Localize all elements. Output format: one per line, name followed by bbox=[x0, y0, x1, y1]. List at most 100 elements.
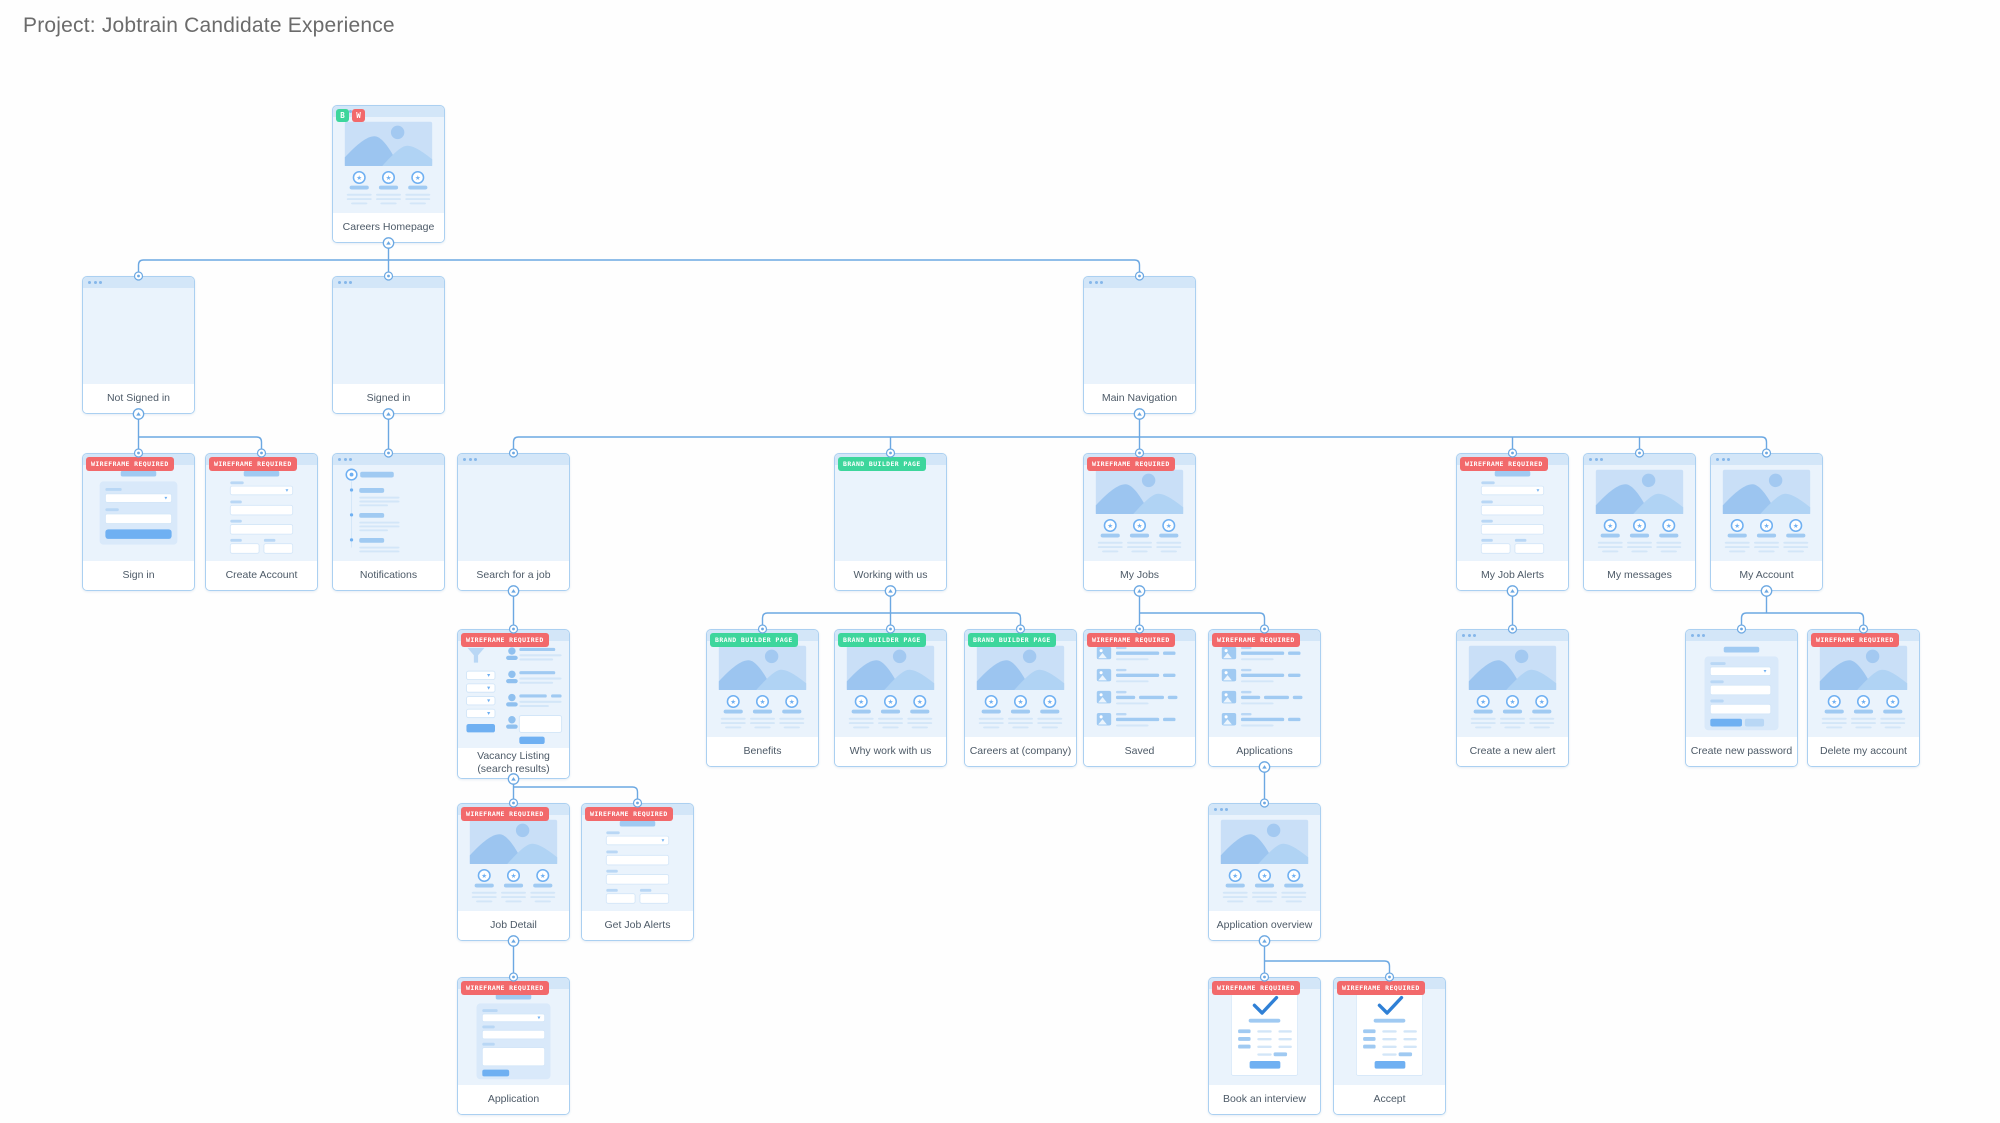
badge-wireframe-required: WIREFRAME REQUIRED bbox=[1087, 633, 1175, 647]
hero-wireframe-icon: ★★★ bbox=[846, 645, 935, 729]
window-dot-icon bbox=[93, 281, 97, 284]
svg-text:★: ★ bbox=[1890, 698, 1896, 706]
wireframe-thumbnail bbox=[1686, 641, 1797, 737]
svg-text:★: ★ bbox=[1480, 698, 1486, 706]
node-my-account[interactable]: ★★★My Account bbox=[1710, 453, 1823, 591]
window-dot-icon bbox=[338, 281, 341, 284]
node-not-signed-in[interactable]: Not Signed in bbox=[82, 276, 195, 414]
svg-text:★: ★ bbox=[1666, 522, 1672, 530]
node-signed-in[interactable]: Signed in bbox=[332, 276, 445, 414]
blank-wireframe-icon bbox=[333, 288, 444, 384]
wireframe-thumbnail: ★★★ bbox=[333, 117, 444, 213]
svg-text:★: ★ bbox=[511, 872, 517, 880]
node-saved[interactable]: Saved WIREFRAME REQUIRED bbox=[1083, 629, 1196, 767]
wireframe-thumbnail bbox=[1209, 989, 1320, 1085]
node-vacancy-listing[interactable]: Vacancy Listing (search results)WIREFRAM… bbox=[457, 629, 570, 779]
blank-wireframe-icon bbox=[458, 465, 569, 561]
svg-text:★: ★ bbox=[1793, 522, 1799, 530]
node-create-a-new-alert[interactable]: ★★★Create a new alert bbox=[1456, 629, 1569, 767]
wireframe-thumbnail bbox=[83, 288, 194, 384]
node-label: Application overview bbox=[1209, 911, 1320, 940]
node-search-for-a-job[interactable]: Search for a job bbox=[457, 453, 570, 591]
wireframe-thumbnail: ★★★ bbox=[965, 641, 1076, 737]
node-label: Benefits bbox=[707, 737, 818, 766]
node-careers-at-company[interactable]: ★★★Careers at (company)BRAND BUILDER PAG… bbox=[964, 629, 1077, 767]
svg-text:★: ★ bbox=[1637, 522, 1643, 530]
svg-text:★: ★ bbox=[917, 698, 923, 706]
node-create-new-password[interactable]: Create new password bbox=[1685, 629, 1798, 767]
window-chrome bbox=[1686, 630, 1797, 641]
window-dot-icon bbox=[474, 458, 477, 461]
wireframe-thumbnail bbox=[1084, 288, 1195, 384]
window-dot-icon bbox=[1225, 808, 1228, 811]
node-label: Create Account bbox=[206, 561, 317, 590]
wireframe-thumbnail: ★★★ bbox=[1584, 465, 1695, 561]
hero-wireframe-icon: ★★★ bbox=[469, 819, 558, 903]
svg-text:★: ★ bbox=[1831, 698, 1837, 706]
node-label: Vacancy Listing (search results) bbox=[458, 747, 569, 778]
node-label: Book an interview bbox=[1209, 1085, 1320, 1114]
blank-wireframe-icon bbox=[1084, 288, 1195, 384]
badge-brand-builder-page: BRAND BUILDER PAGE bbox=[838, 633, 926, 647]
window-dot-icon bbox=[1702, 634, 1705, 637]
window-chrome bbox=[1084, 277, 1195, 288]
window-dot-icon bbox=[1696, 634, 1700, 637]
window-chrome bbox=[1584, 454, 1695, 465]
wireframe-thumbnail bbox=[1209, 641, 1320, 737]
notifications-wireframe-icon bbox=[345, 468, 400, 553]
form-application-wireframe-icon bbox=[476, 993, 551, 1080]
node-label: Main Navigation bbox=[1084, 384, 1195, 413]
svg-text:★: ★ bbox=[415, 174, 421, 182]
window-chrome bbox=[83, 277, 194, 288]
window-dot-icon bbox=[1600, 458, 1603, 461]
wireframe-thumbnail bbox=[458, 989, 569, 1085]
svg-text:★: ★ bbox=[1137, 522, 1143, 530]
svg-text:★: ★ bbox=[386, 174, 392, 182]
window-dot-icon bbox=[1721, 458, 1725, 461]
hero-wireframe-icon: ★★★ bbox=[344, 121, 433, 205]
svg-text:★: ★ bbox=[1291, 872, 1297, 880]
wireframe-thumbnail bbox=[206, 465, 317, 561]
node-label: Create new password bbox=[1686, 737, 1797, 766]
node-application-overview[interactable]: ★★★ Application overview bbox=[1208, 803, 1321, 941]
confirm-wireframe-icon bbox=[1355, 993, 1424, 1076]
node-label: Signed in bbox=[333, 384, 444, 413]
window-dot-icon bbox=[1594, 458, 1598, 461]
node-notifications[interactable]: Notifications bbox=[332, 453, 445, 591]
blank-wireframe-icon bbox=[835, 465, 946, 561]
node-my-messages[interactable]: ★★★My messages bbox=[1583, 453, 1696, 591]
badge-brand-builder-page: BRAND BUILDER PAGE bbox=[710, 633, 798, 647]
badge-wireframe-required: WIREFRAME REQUIRED bbox=[585, 807, 673, 821]
node-main-navigation[interactable]: Main Navigation bbox=[1083, 276, 1196, 414]
wireframe-thumbnail bbox=[333, 288, 444, 384]
node-label: Saved bbox=[1084, 737, 1195, 766]
wireframe-thumbnail: ★★★ bbox=[1808, 641, 1919, 737]
window-dot-icon bbox=[1727, 458, 1730, 461]
window-dot-icon bbox=[1473, 634, 1476, 637]
window-dot-icon bbox=[349, 110, 352, 113]
wireframe-thumbnail: ★★★ bbox=[835, 641, 946, 737]
svg-text:★: ★ bbox=[730, 698, 736, 706]
window-dot-icon bbox=[1214, 808, 1217, 811]
wireframe-thumbnail: ★★★ bbox=[1457, 641, 1568, 737]
badge-wireframe-required: WIREFRAME REQUIRED bbox=[461, 981, 549, 995]
svg-text:★: ★ bbox=[481, 872, 487, 880]
window-chrome bbox=[1457, 630, 1568, 641]
node-label: My Account bbox=[1711, 561, 1822, 590]
hero-wireframe-icon: ★★★ bbox=[1220, 819, 1309, 903]
